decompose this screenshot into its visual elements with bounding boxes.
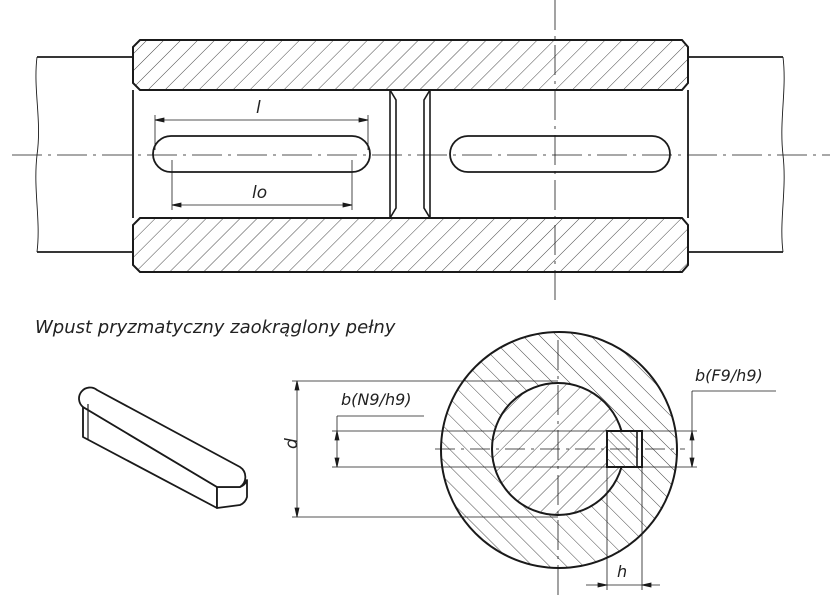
key-isometric-icon <box>78 386 248 509</box>
dimension-l <box>154 115 369 150</box>
dimension-b-hub <box>332 415 697 468</box>
label-b-hub: b(N9/h9) <box>341 390 412 409</box>
dimension-d <box>292 380 558 518</box>
key-section <box>606 430 643 468</box>
shaft-circle <box>491 382 625 516</box>
label-l: l <box>256 98 261 118</box>
hub-outer-circle <box>440 331 678 569</box>
longitudinal-section-view <box>12 0 830 300</box>
title: Wpust pryzmatyczny zaokrąglony pełny <box>35 317 396 338</box>
hub-bottom-wall <box>132 217 689 273</box>
dimension-b-shaft <box>689 390 776 468</box>
label-d: d <box>282 438 302 449</box>
retaining-groove <box>389 89 431 219</box>
hub-top-wall <box>132 39 689 91</box>
key-slot-left <box>152 135 371 173</box>
label-b-shaft: b(F9/h9) <box>695 366 763 385</box>
key-slot-right <box>449 135 671 173</box>
label-h: h <box>617 562 627 581</box>
hub-ring-hatch <box>440 331 677 569</box>
label-lo: lo <box>252 183 267 203</box>
shaft-left <box>35 56 133 253</box>
shaft-right <box>688 56 785 253</box>
